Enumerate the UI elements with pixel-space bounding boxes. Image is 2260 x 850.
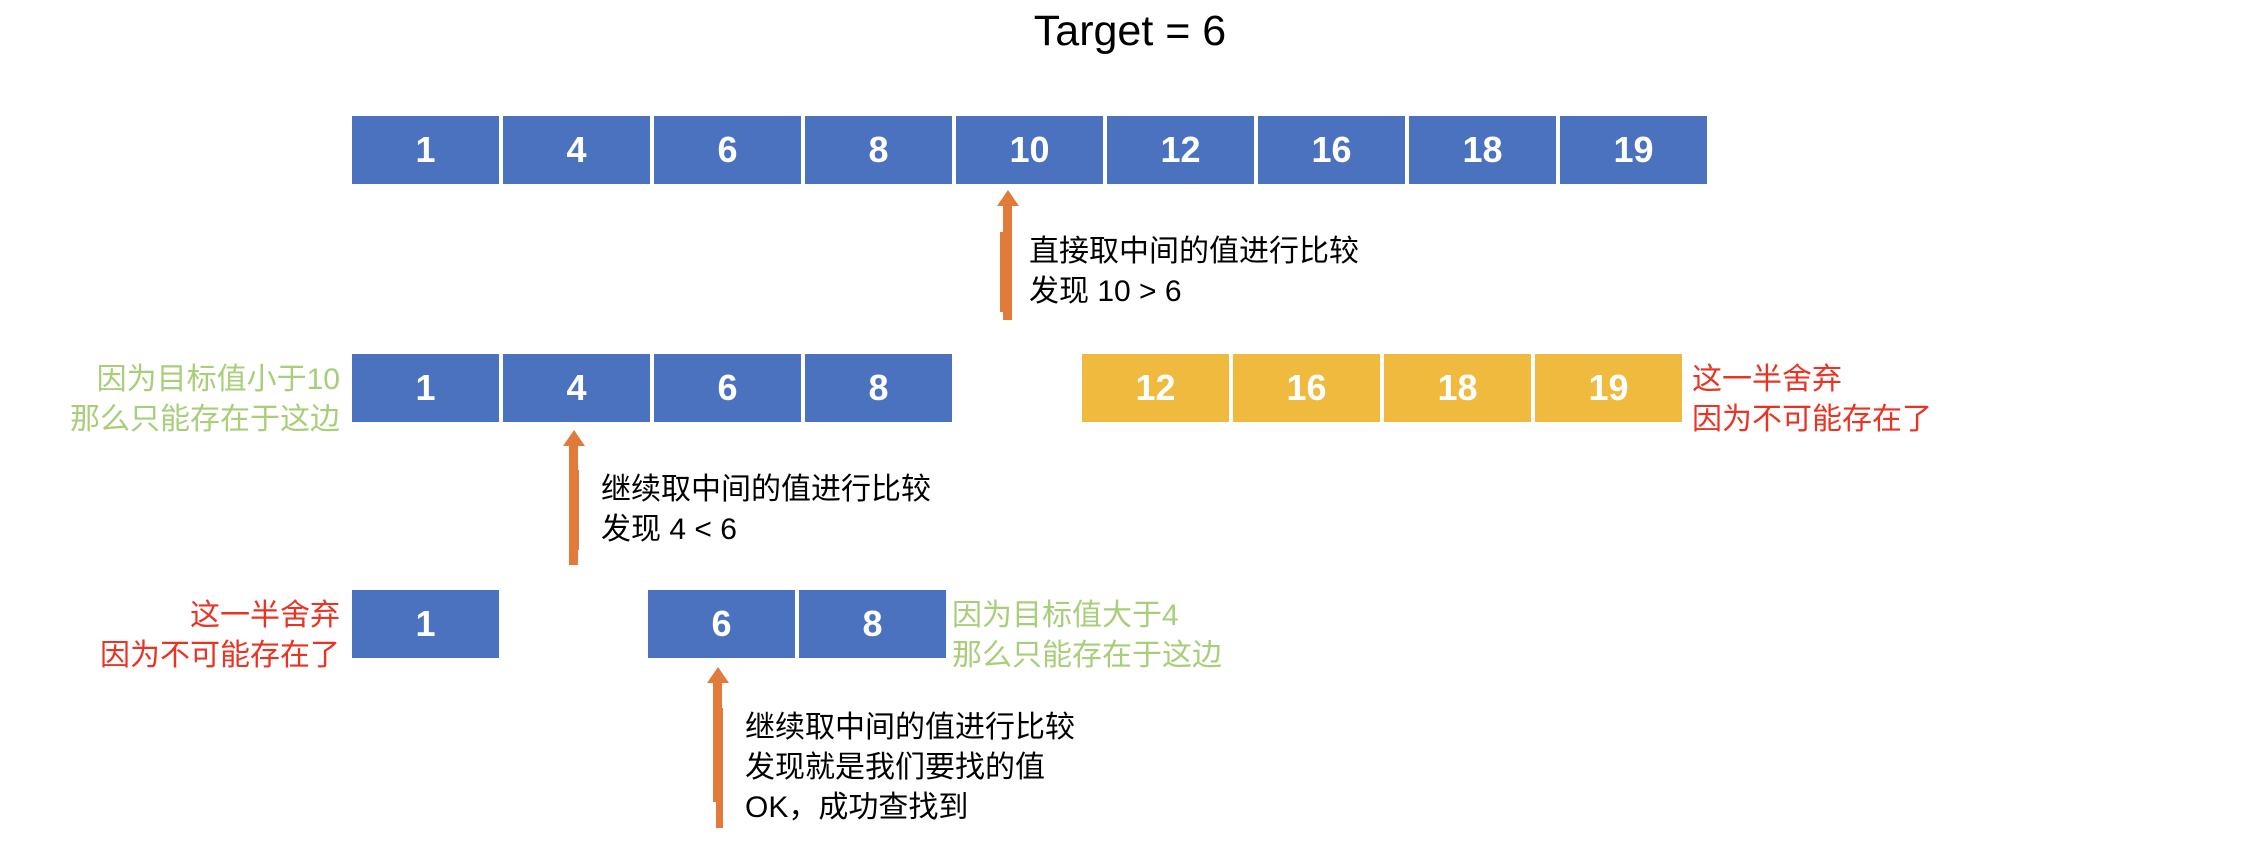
annotation-line: 发现 10 > 6 [1029, 274, 1182, 308]
annotation-line: 继续取中间的值进行比较 [601, 473, 931, 506]
array-cell: 4 [503, 116, 650, 184]
note-line: 因为不可能存在了 [100, 638, 340, 672]
array-cell-discarded: 16 [1233, 354, 1380, 422]
array-cell: 18 [1409, 116, 1556, 184]
annotation-step-3: 继续取中间的值进行比较 发现就是我们要找的值 OK，成功查找到 [716, 708, 1075, 828]
array-cell: 1 [352, 354, 499, 422]
note-line: 因为目标值大于4 [952, 599, 1179, 632]
array-cell: 4 [503, 354, 650, 422]
note-line: 因为不可能存在了 [1692, 402, 1932, 436]
note-line: 因为目标值小于10 [96, 363, 340, 396]
array-row-full: 1 4 6 8 10 12 16 18 19 [352, 116, 1707, 184]
annotation-step-1: 直接取中间的值进行比较 发现 10 > 6 [1000, 232, 1359, 312]
midpoint-arrow-step-1 [1003, 205, 1012, 320]
array-cell: 19 [1560, 116, 1707, 184]
note-line: 这一半舍弃 [190, 599, 340, 632]
array-cell: 16 [1258, 116, 1405, 184]
array-cell-discarded: 12 [1082, 354, 1229, 422]
array-cell: 8 [805, 116, 952, 184]
note-row3-discard-left: 这一半舍弃 因为不可能存在了 [0, 596, 340, 676]
array-cell-discarded: 19 [1535, 354, 1682, 422]
annotation-step-2: 继续取中间的值进行比较 发现 4 < 6 [572, 470, 931, 550]
array-cell: 1 [352, 116, 499, 184]
note-line: 那么只能存在于这边 [952, 638, 1222, 672]
array-cell: 6 [654, 354, 801, 422]
array-cell: 6 [648, 590, 795, 658]
note-line: 这一半舍弃 [1692, 363, 1842, 396]
array-cell: 12 [1107, 116, 1254, 184]
note-line: 那么只能存在于这边 [70, 402, 340, 436]
array-cell: 10 [956, 116, 1103, 184]
diagram-title: Target = 6 [1033, 7, 1227, 55]
note-row3-keep-right: 因为目标值大于4 那么只能存在于这边 [952, 596, 1222, 676]
note-row2-keep-left: 因为目标值小于10 那么只能存在于这边 [0, 360, 340, 440]
annotation-line: 继续取中间的值进行比较 [745, 711, 1075, 744]
annotation-line: 发现就是我们要找的值 [745, 750, 1045, 784]
array-row-first-halving: 1 4 6 8 12 16 18 19 [352, 354, 1682, 422]
array-row-second-halving: 1 6 8 [352, 590, 1352, 658]
annotation-line: 直接取中间的值进行比较 [1029, 235, 1359, 268]
note-row2-discard-right: 这一半舍弃 因为不可能存在了 [1692, 360, 1932, 440]
annotation-line: OK，成功查找到 [745, 790, 969, 824]
array-cell-discarded: 18 [1384, 354, 1531, 422]
array-cell: 6 [654, 116, 801, 184]
array-cell: 8 [799, 590, 946, 658]
array-cell: 8 [805, 354, 952, 422]
array-cell: 1 [352, 590, 499, 658]
annotation-line: 发现 4 < 6 [601, 512, 737, 546]
